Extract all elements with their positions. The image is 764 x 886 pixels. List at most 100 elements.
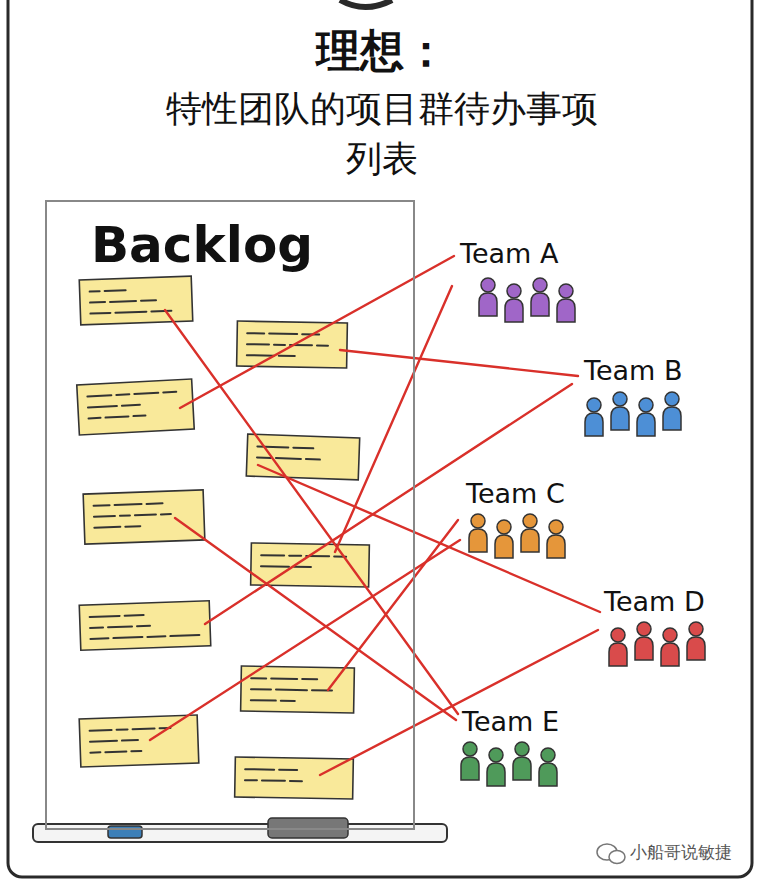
person-icon	[611, 392, 629, 430]
team-box: Team E	[458, 704, 563, 739]
person-icon	[557, 284, 575, 322]
person-icon	[539, 748, 557, 786]
assignment-line	[320, 630, 598, 775]
person-icon	[461, 742, 479, 780]
assignment-line	[205, 384, 572, 624]
person-icon	[513, 742, 531, 780]
scribble	[115, 312, 146, 313]
person-icon	[487, 748, 505, 786]
scribble	[110, 300, 136, 303]
scribble	[105, 750, 126, 753]
scribble	[90, 637, 108, 640]
scribble	[88, 406, 117, 408]
sticky-note	[83, 490, 205, 544]
scribble	[279, 355, 295, 357]
scribble	[281, 700, 295, 702]
person-icon	[495, 520, 513, 558]
sticky-paper	[83, 490, 205, 544]
scribble	[170, 635, 199, 636]
eraser	[268, 818, 348, 838]
scribble	[279, 769, 297, 771]
scribble	[90, 626, 103, 628]
scribble	[276, 689, 307, 692]
scribble	[247, 354, 274, 356]
scribble	[90, 751, 100, 753]
scribble	[261, 554, 284, 556]
person-icon	[505, 284, 523, 322]
sticky-paper	[246, 434, 359, 480]
sticky-note	[79, 276, 193, 325]
sticky-paper	[79, 601, 210, 651]
scribble	[251, 688, 271, 690]
scribble	[125, 525, 140, 528]
person-icon	[661, 628, 679, 666]
person-icon	[547, 520, 565, 558]
scribble	[257, 446, 288, 447]
scribble	[108, 625, 132, 628]
sticky-paper	[241, 666, 355, 713]
scribble	[261, 565, 289, 567]
scribble	[113, 637, 142, 638]
scribble	[317, 344, 328, 346]
team-name: Team A	[460, 238, 558, 269]
scribble	[117, 728, 128, 730]
scribble	[293, 447, 313, 450]
sticky-paper	[235, 757, 354, 799]
scribble	[105, 289, 126, 292]
sticky-note	[246, 434, 359, 480]
scribble	[251, 699, 276, 701]
scribble	[94, 526, 120, 529]
frame-mark	[340, 0, 392, 7]
scribble	[122, 404, 140, 407]
scribble	[122, 739, 138, 742]
sticky-note	[241, 666, 355, 713]
scribble	[90, 301, 105, 304]
frame	[8, 0, 752, 877]
scribble	[147, 502, 163, 505]
scribble	[134, 393, 158, 394]
title-box: 理想：	[0, 22, 764, 81]
scribble	[245, 779, 257, 781]
team-name: Team B	[584, 355, 682, 386]
scribble	[106, 416, 129, 417]
sticky-note	[79, 601, 210, 651]
title: 理想：	[316, 25, 448, 76]
scribble	[137, 625, 150, 627]
scribble	[247, 343, 269, 345]
team-box: Team B	[580, 353, 686, 388]
scribble	[257, 456, 271, 458]
assignment-line	[340, 350, 578, 376]
scribble	[141, 299, 156, 302]
scribble	[131, 750, 141, 752]
team-box: Team C	[462, 476, 569, 511]
scribble	[133, 414, 145, 417]
assignment-line	[180, 256, 454, 408]
scribble	[276, 457, 301, 460]
scribble	[251, 677, 266, 679]
scribble	[151, 310, 171, 313]
marker	[108, 826, 142, 838]
assignment-line	[328, 520, 458, 690]
scribble	[115, 503, 142, 506]
subtitle: 特性团队的项目群待办事项 列表	[152, 84, 612, 184]
scribble	[125, 614, 144, 617]
sticky-paper	[251, 543, 370, 587]
person-icon	[531, 278, 549, 316]
person-icon	[635, 622, 653, 660]
scribble	[294, 566, 311, 568]
scribble	[90, 740, 117, 743]
scribble	[94, 515, 115, 518]
person-icon	[637, 398, 655, 436]
team-figures	[461, 278, 705, 786]
team-name: Team E	[462, 706, 559, 737]
sticky-paper	[77, 379, 194, 435]
team-name: Team D	[604, 586, 705, 617]
scribble	[90, 729, 112, 732]
person-icon	[521, 514, 539, 552]
assignment-lines	[150, 256, 600, 775]
sticky-note	[251, 543, 370, 587]
scribble	[302, 678, 317, 680]
assignment-line	[258, 465, 600, 612]
person-icon	[469, 514, 487, 552]
